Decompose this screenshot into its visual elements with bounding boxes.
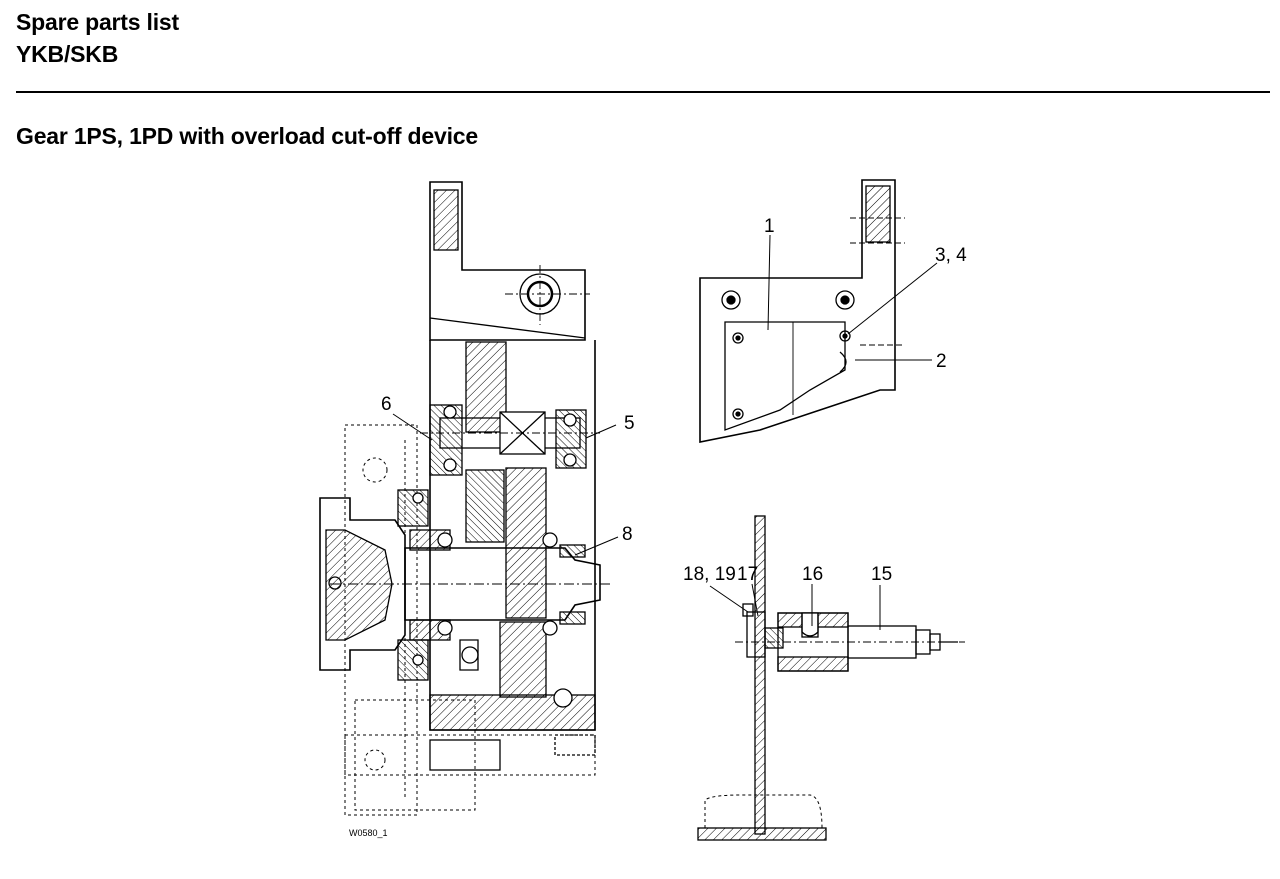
callout-18-19: 18, 19 — [683, 564, 736, 585]
leaders-left — [392, 413, 619, 556]
callout-2: 2 — [936, 351, 947, 372]
callout-17: 17 — [737, 564, 758, 585]
callout-3-4: 3, 4 — [935, 245, 967, 266]
cover-plate-view — [699, 179, 905, 443]
callout-5: 5 — [624, 413, 635, 434]
callout-16: 16 — [802, 564, 823, 585]
header-divider — [16, 91, 1270, 93]
document-title: Spare parts list — [16, 9, 179, 35]
leaders-right-top — [767, 234, 938, 361]
callout-6: 6 — [381, 394, 392, 415]
callout-8: 8 — [622, 524, 633, 545]
callout-1: 1 — [764, 216, 775, 237]
drawing-code: W0580_1 — [349, 828, 388, 838]
leaders-right-bottom — [709, 583, 881, 630]
callout-15: 15 — [871, 564, 892, 585]
cutoff-switch-view — [697, 515, 965, 841]
gearbox-section-view — [319, 181, 610, 816]
section-title: Gear 1PS, 1PD with overload cut-off devi… — [16, 123, 478, 149]
document-subtitle: YKB/SKB — [16, 41, 119, 67]
